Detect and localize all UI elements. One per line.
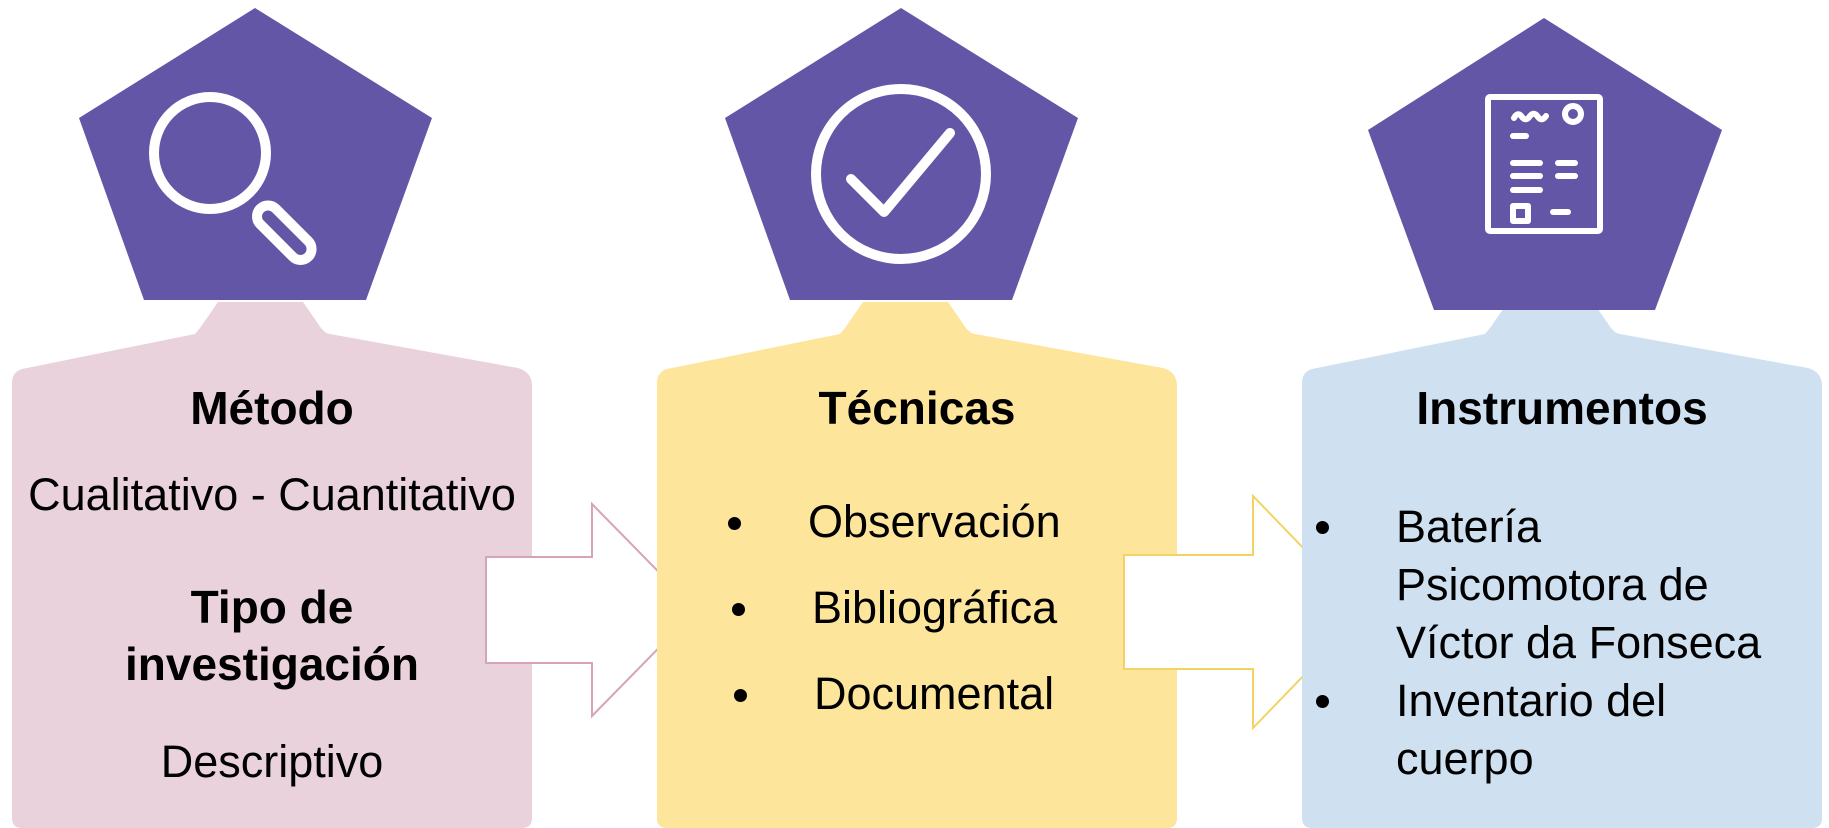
instrumento-2-line2: cuerpo	[1396, 733, 1534, 784]
list-item: Bibliográfica	[732, 580, 1061, 666]
instrumento-2-line1: Inventario del	[1396, 675, 1667, 726]
instrumentos-panel	[1302, 302, 1822, 828]
column-tecnicas	[657, 8, 1177, 828]
bullet-icon	[732, 603, 745, 616]
instrumento-1-line3: Víctor da Fonseca	[1396, 617, 1762, 668]
bullet-icon	[1316, 695, 1329, 708]
column-instrumentos	[1302, 18, 1822, 828]
list-item: Documental	[734, 666, 1061, 752]
tecnicas-list: Observación Bibliográfica Documental	[728, 494, 1061, 752]
tecnicas-pentagon	[725, 8, 1078, 300]
list-item: Inventario del cuerpo	[1316, 672, 1761, 788]
metodo-subtitle: Cualitativo - Cuantitativo	[28, 469, 516, 520]
bullet-icon	[734, 689, 747, 702]
list-item: Observación	[728, 494, 1061, 580]
arrow-metodo-to-tecnicas	[485, 501, 698, 719]
list-item: Batería Psicomotora de Víctor da Fonseca	[1316, 498, 1762, 672]
bullet-icon	[1316, 521, 1329, 534]
tecnicas-heading: Técnicas	[818, 382, 1016, 434]
tipo-investigacion-value: Descriptivo	[160, 736, 384, 787]
check-circle-icon	[811, 84, 991, 264]
instrumento-1-line2: Psicomotora de	[1396, 559, 1709, 610]
instrumentos-pentagon	[1368, 18, 1722, 310]
tecnica-bibliografica: Bibliográfica	[812, 582, 1058, 633]
instrumentos-heading: Instrumentos	[1416, 382, 1708, 434]
instrumento-1-line1: Batería	[1396, 501, 1542, 552]
column-metodo	[12, 8, 532, 828]
metodo-heading: Método	[190, 382, 354, 434]
document-checklist-icon	[1485, 94, 1603, 234]
tipo-investigacion-heading-line1: Tipo de	[190, 581, 354, 633]
tecnicas-panel	[657, 302, 1177, 828]
instrumentos-list: Batería Psicomotora de Víctor da Fonseca…	[1316, 498, 1762, 788]
tecnica-observacion: Observación	[808, 496, 1061, 547]
bullet-icon	[728, 517, 741, 530]
magnifying-glass-icon	[149, 92, 317, 265]
tipo-investigacion-heading-line2: investigación	[125, 638, 419, 690]
metodo-panel	[12, 302, 532, 828]
tecnica-documental: Documental	[814, 668, 1055, 719]
metodo-pentagon	[79, 8, 432, 300]
